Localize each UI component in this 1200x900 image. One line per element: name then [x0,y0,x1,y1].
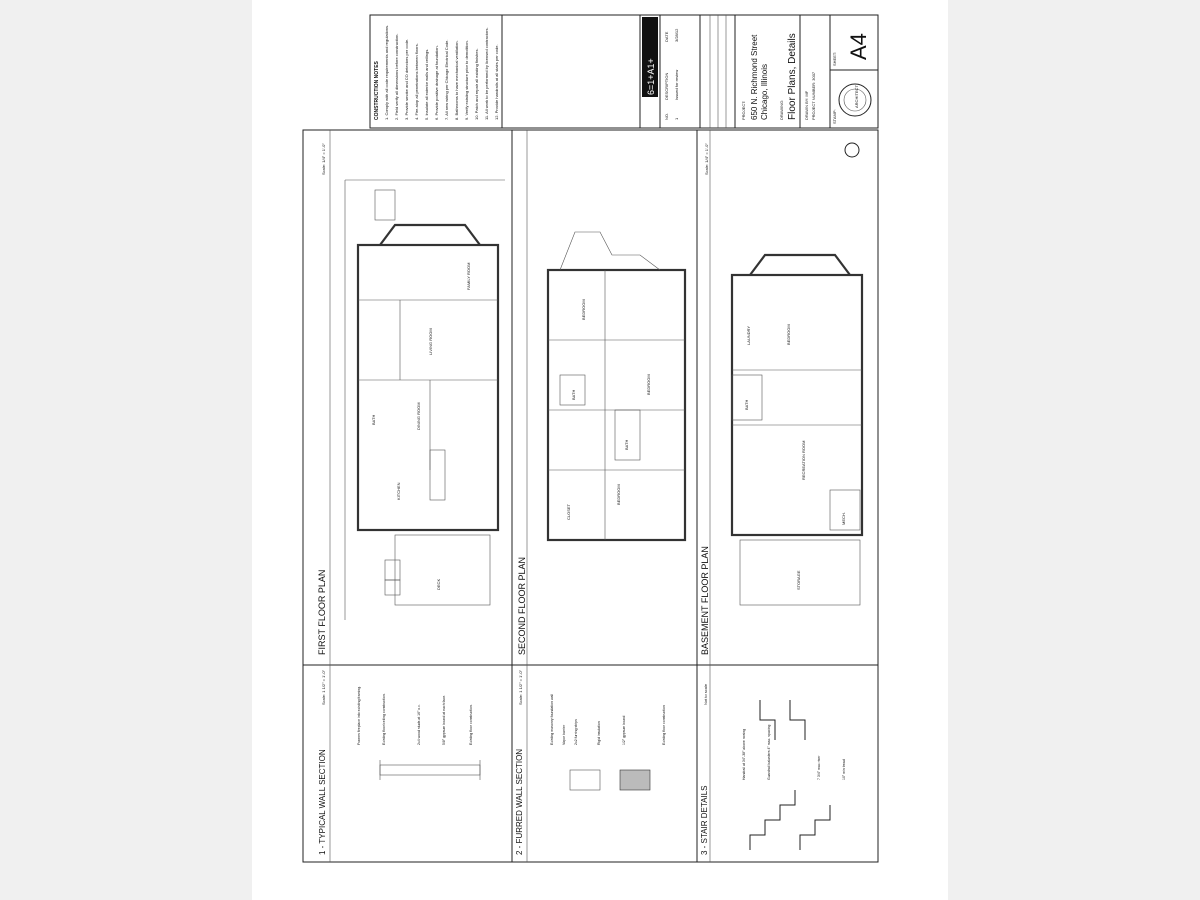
plan-title: SECOND FLOOR PLAN [517,557,527,655]
stair-details: 3 - STAIR DETAILS Not to scale Handrail … [700,683,846,855]
room-label: BEDROOM [646,374,651,395]
room-label: MECH. [841,512,846,525]
detail-note: 2x2 furring strips [574,719,578,745]
note: 2. Field verify all dimensions before co… [394,34,399,120]
construction-notes-heading: CONSTRUCTION NOTES [374,60,380,120]
detail-note: Existing floor construction [662,705,666,745]
note: 5. Insulate all exterior walls and ceili… [424,49,429,120]
note: 1. Comply with all code requirements and… [384,25,389,120]
room-label: BEDROOM [616,484,621,505]
room-label: FAMILY ROOM [466,263,471,290]
typical-wall-section: 1 - TYPICAL WALL SECTION Scale: 1 1/2" =… [318,669,481,855]
note: 11. All work to be performed by licensed… [484,27,489,120]
plan-scale: Scale: 1/4" = 1'-0" [704,143,709,175]
architect-seal: ARCHITECT [838,83,872,117]
note: 4. Fire-stop all penetrations between fl… [414,43,419,120]
rev-desc: Issued for review [674,70,679,100]
construction-notes: CONSTRUCTION NOTES 1. Comply with all co… [374,25,499,120]
sheet-label: SHEET: [832,52,837,66]
drawing-sheet: CONSTRUCTION NOTES 1. Comply with all co… [252,0,948,900]
room-label: BATH [571,390,576,400]
note: 3. Provide smoke and CO detectors per co… [404,39,409,120]
note: 10. Patch and repair all existing finish… [474,48,479,120]
firm-logo-text: 6=1+A1+ [646,58,656,95]
detail-note: Frames fireplace into existing framing. [357,686,361,745]
project-label: PROJECT: [741,101,746,120]
plan-scale: Scale: 1/4" = 1'-0" [321,143,326,175]
note: 7. All new wiring per Chicago Electrical… [444,40,449,120]
furred-wall-section: 2 - FURRED WALL SECTION Scale: 1 1/2" = … [515,669,666,855]
detail-title: 2 - FURRED WALL SECTION [515,749,524,855]
rev-date-header: DATE [664,31,669,42]
room-label: RECREATION ROOM [801,441,806,480]
title-block: CONSTRUCTION NOTES 1. Comply with all co… [369,14,879,129]
basement-floor-plan: BASEMENT FLOOR PLAN Scale: 1/4" = 1'-0" … [700,142,864,655]
detail-note: Existing floor/ceiling construction. [382,693,386,745]
detail-note: 5/8" gypsum board at each face. [442,695,446,745]
detail-note: 2x4 wood studs at 16" o.c. [417,704,421,745]
seal-text: ARCHITECT [854,85,859,108]
detail-note: 7 3/4" max riser [817,755,821,780]
drawing-label: DRAWING: [779,100,784,120]
room-label: BEDROOM [786,324,791,345]
room-label: BATH [371,415,376,425]
north-arrow-icon [844,142,860,158]
detail-note: Existing masonry foundation wall [550,694,554,745]
detail-title: 1 - TYPICAL WALL SECTION [318,749,327,855]
rev-desc-header: DESCRIPTION [664,73,669,100]
room-label: BATH [744,400,749,410]
firm-logo-strip [642,17,658,97]
project-number: PROJECT NUMBER: 3007 [811,71,816,120]
stamp-label: STAMP: [832,109,837,124]
sheet-number: A4 [846,33,871,60]
drawn-by: DRAWN BY: MF [804,90,809,120]
note: 6. Provide positive drainage at foundati… [434,45,439,120]
plan-title: BASEMENT FLOOR PLAN [700,546,710,655]
room-label: BATH [624,440,629,450]
note: 9. Verify existing structure prior to de… [464,40,469,120]
rev-no: 1 [674,117,679,120]
detail-title: 3 - STAIR DETAILS [700,786,709,856]
second-floor-plan: SECOND FLOOR PLAN BEDROOM BEDROOM BATH B… [517,231,687,655]
drawing-canvas: CONSTRUCTION NOTES 1. Comply with all co… [302,14,879,863]
room-label: STORAGE [796,570,801,590]
revision-table: NO. DESCRIPTION DATE 1 Issued for review… [664,28,679,120]
first-floor-plan: FIRST FLOOR PLAN Scale: 1/4" = 1'-0" LIV… [317,143,505,655]
project-address: 650 N. Richmond Street [750,34,759,120]
project-info: PROJECT: 650 N. Richmond Street Chicago,… [741,33,816,120]
detail-note: Existing floor construction. [469,704,473,745]
detail-note: 1/2" gypsum board [622,716,626,745]
detail-scale: Not to scale [703,683,708,705]
detail-scale: Scale: 1 1/2" = 1'-0" [321,669,326,705]
rev-no-header: NO. [664,113,669,120]
detail-note: Rigid insulation [597,721,601,745]
detail-note: 10" min tread [842,759,846,780]
room-label: BEDROOM [581,299,586,320]
room-label: DECK [436,579,441,590]
room-label: KITCHEN [396,482,401,500]
drawing-frame [302,129,879,863]
drawing-title: Floor Plans, Details [787,33,798,120]
detail-note: Guardrail balusters 4" max. spacing [767,725,771,780]
note: 12. Provide handrails at all stairs per … [494,44,499,120]
title-block-frame [369,14,879,129]
rev-date: 3/28/12 [674,28,679,42]
detail-scale: Scale: 1 1/2" = 1'-0" [518,669,523,705]
plan-title: FIRST FLOOR PLAN [317,570,327,655]
project-city: Chicago, Illinois [760,64,769,120]
room-label: CLOSET [566,503,571,520]
room-label: LAUNDRY [746,326,751,345]
room-label: LIVING ROOM [428,328,433,355]
detail-note: Handrail at 34"-38" above nosing [742,729,746,780]
detail-note: Vapor barrier [562,724,566,745]
note: 8. Bathrooms to have mechanical ventilat… [454,40,459,120]
room-label: DINING ROOM [416,402,421,430]
